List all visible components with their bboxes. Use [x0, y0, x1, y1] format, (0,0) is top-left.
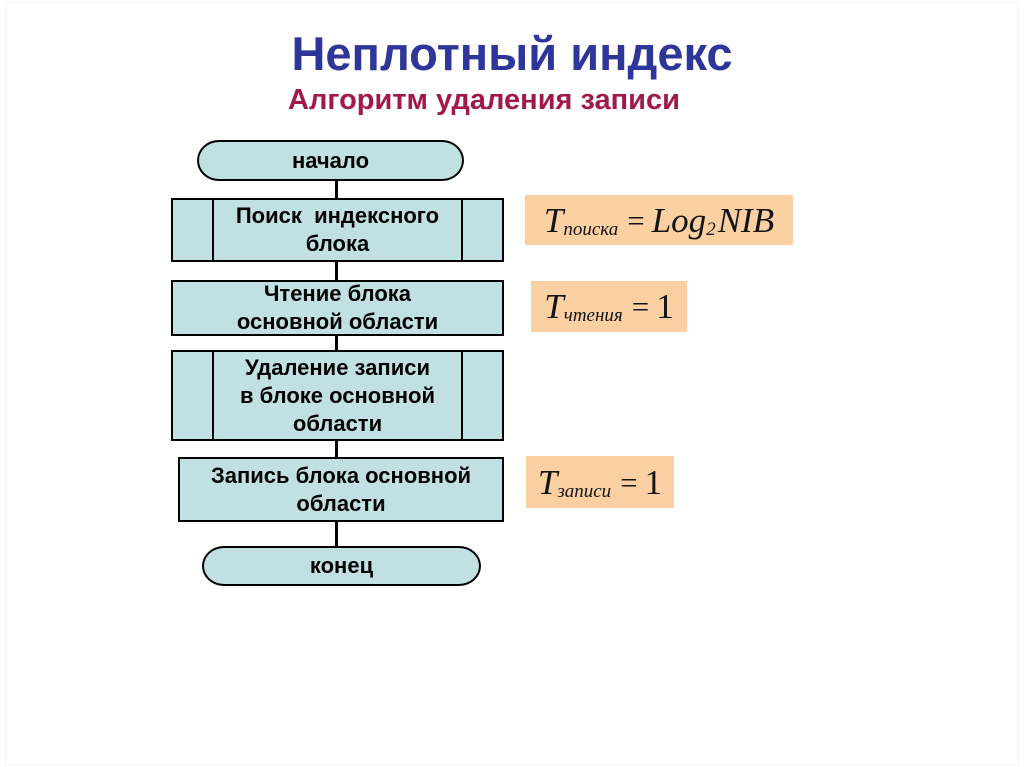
connector-line [335, 262, 338, 280]
formula-subscript: записи [557, 480, 612, 502]
predefined-process-bar-left [212, 200, 214, 260]
formula-rhs: 1 [656, 287, 674, 326]
flowchart-node-write-main-block: Запись блока основной области [178, 457, 504, 522]
formula-rhs: 1 [644, 462, 663, 502]
formula-subscript: чтения [563, 305, 623, 326]
flowchart-node-delete-record: Удаление записи в блоке основной области [171, 350, 504, 441]
formula-variable: T [544, 287, 564, 326]
formula-rhs-subscript: 2 [706, 218, 716, 240]
equals-sign: = [627, 202, 645, 238]
slide-subtitle: Алгоритм удаления записи [288, 84, 680, 116]
node-label-end: конец [309, 553, 374, 578]
connector-line [335, 522, 338, 546]
formula-variable: T [543, 200, 564, 240]
node-label-search: Поиск индексного блока [235, 203, 440, 256]
slide-title: Неплотный индекс [291, 27, 733, 80]
node-label-start: начало [291, 147, 370, 173]
predefined-process-bar-left [212, 352, 214, 439]
predefined-process-bar-right [461, 200, 463, 260]
formula-rhs-tail: NIB [717, 200, 775, 240]
node-label-delete: Удаление записи в блоке основной области [239, 354, 436, 436]
formula-variable: T [537, 462, 558, 502]
connector-line [335, 441, 338, 457]
connector-line [335, 181, 338, 198]
equals-sign: = [631, 289, 650, 324]
flowchart-node-read-main-block: Чтение блока основной области [171, 280, 504, 336]
node-label-read: Чтение блока основной области [236, 281, 439, 334]
node-label-write: Запись блока основной области [210, 462, 472, 516]
formula-rhs: Log [651, 200, 707, 240]
predefined-process-bar-right [461, 352, 463, 439]
equals-sign: = [620, 464, 638, 500]
flowchart-node-search-index-block: Поиск индексного блока [171, 198, 504, 262]
connector-line [335, 336, 338, 350]
flowchart-node-start: начало [197, 140, 464, 181]
flowchart-node-end: конец [202, 546, 481, 586]
formula-subscript: поиска [563, 218, 619, 240]
